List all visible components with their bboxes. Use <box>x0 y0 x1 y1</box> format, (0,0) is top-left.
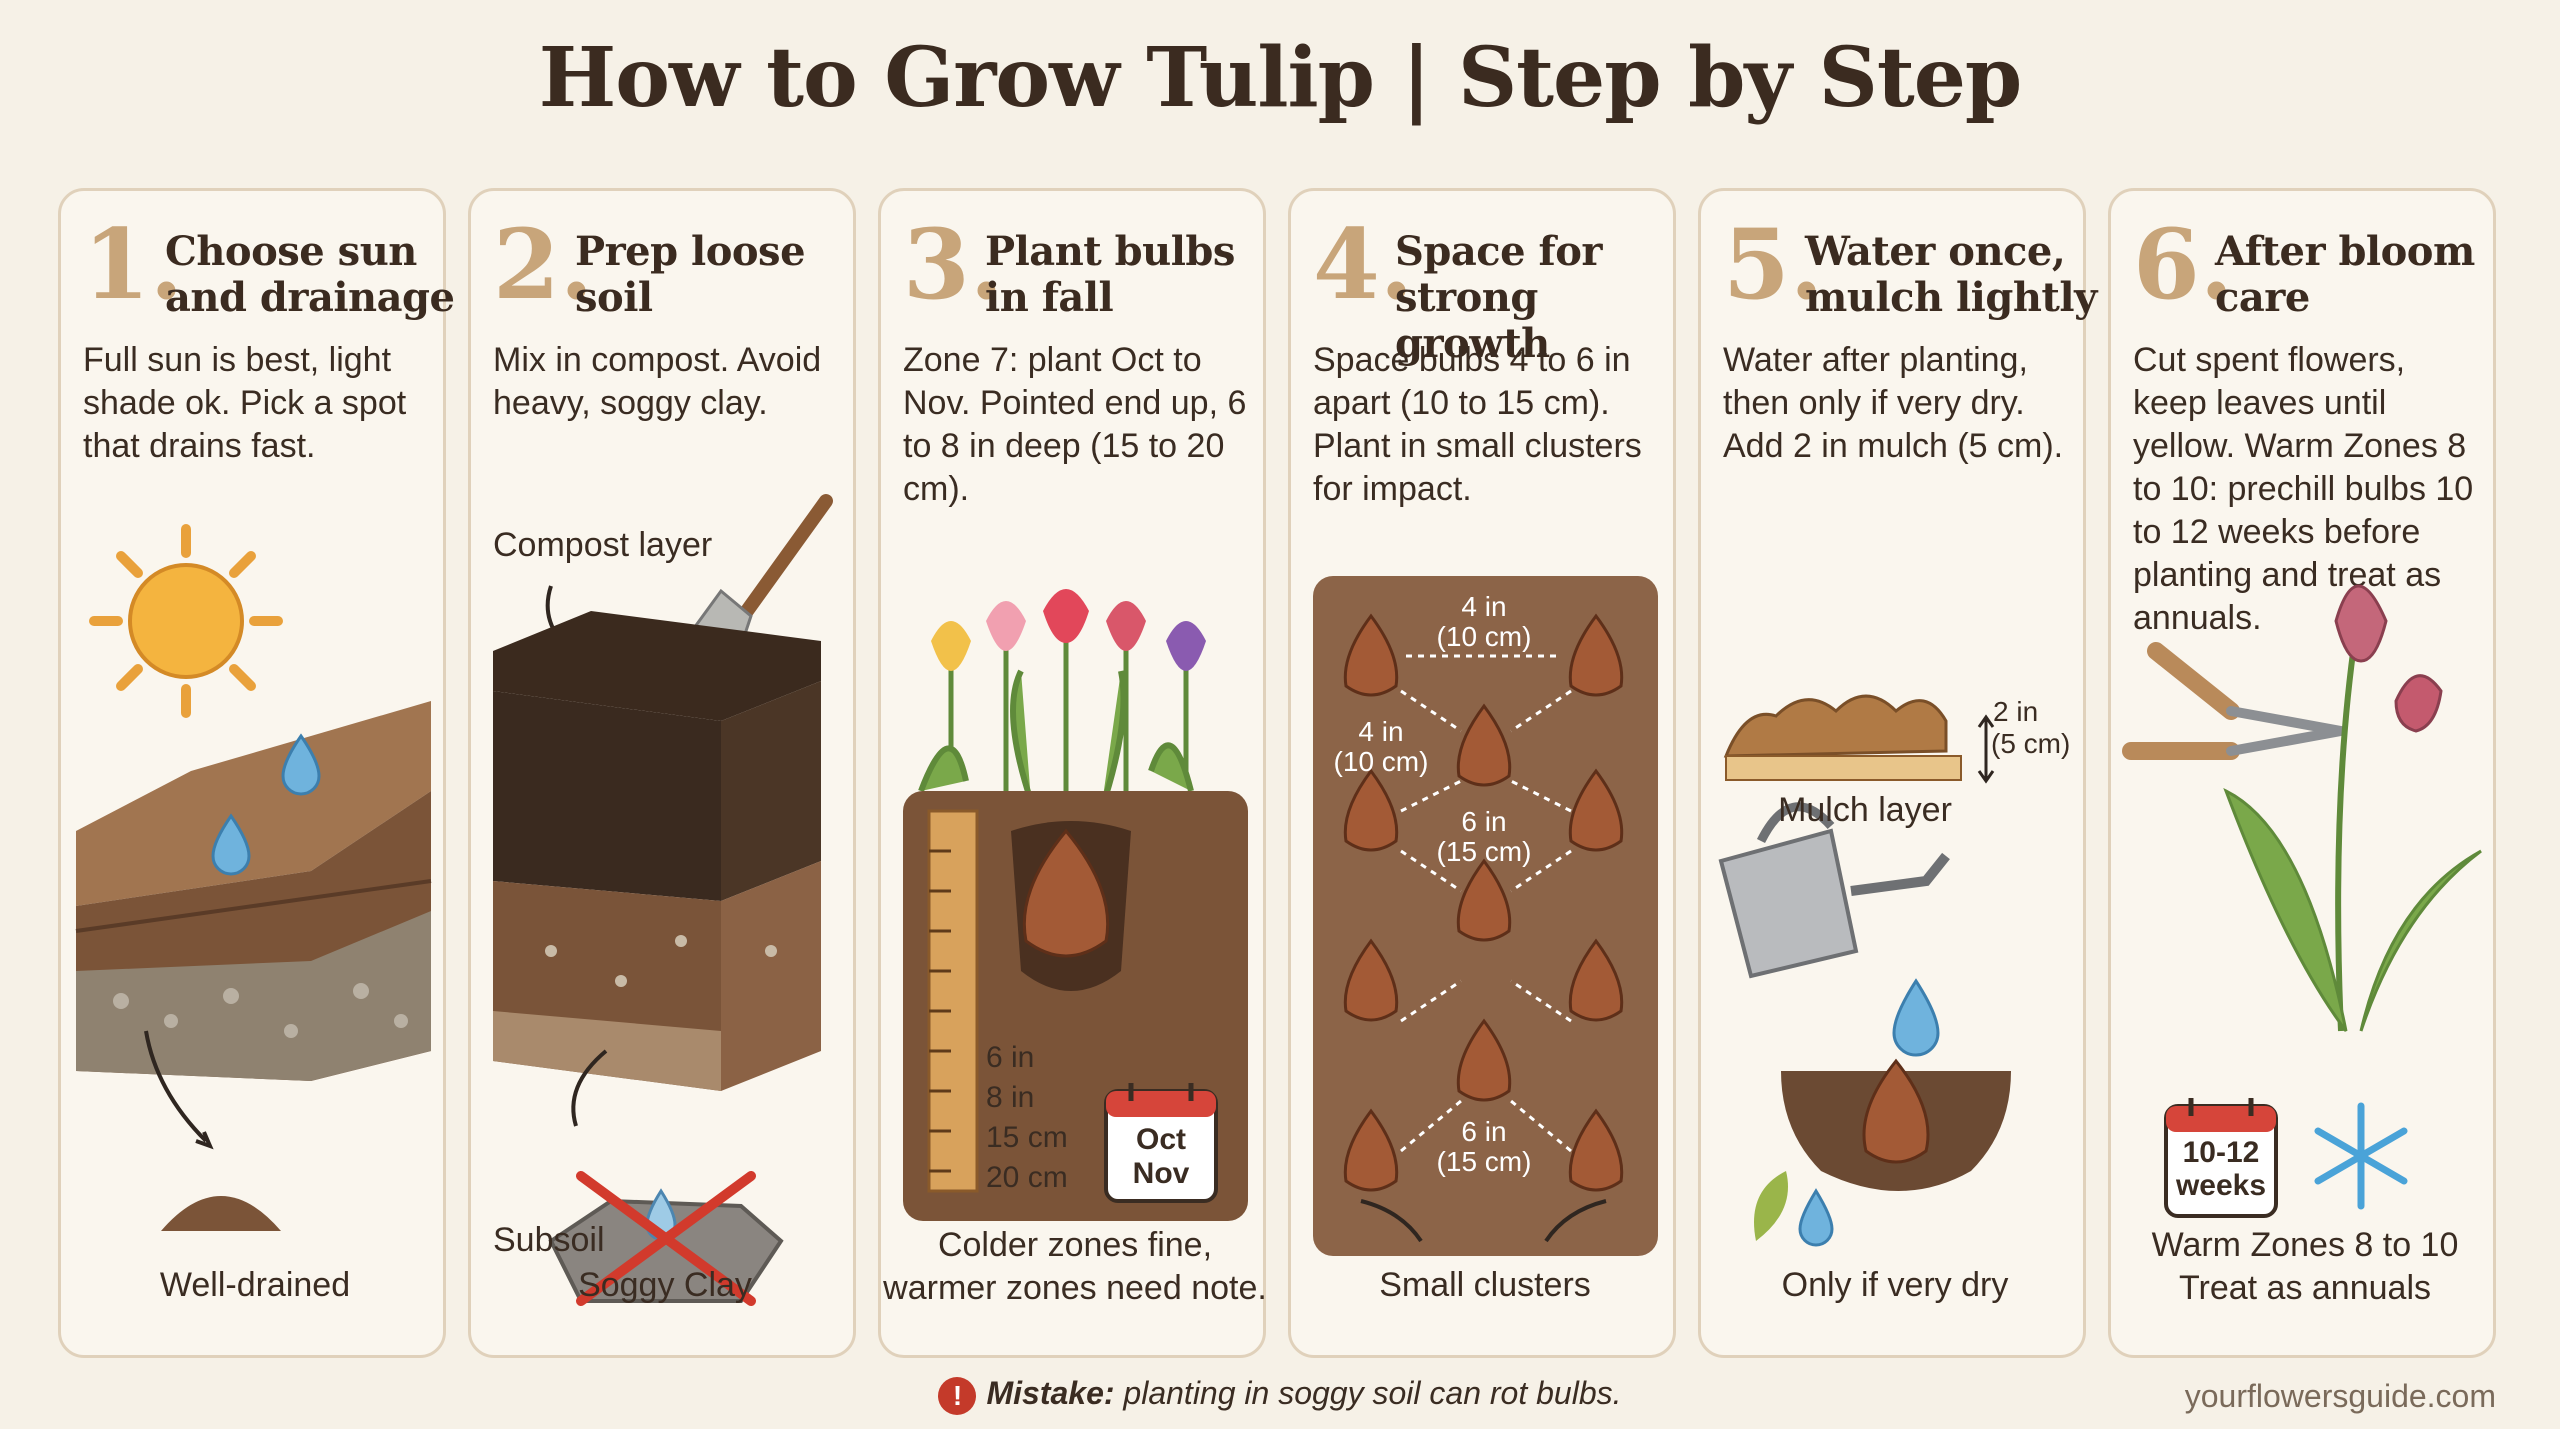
watering-can-icon <box>1718 802 1950 979</box>
calendar-value: 10-12 <box>2182 1136 2260 1169</box>
site-url: yourflowersguide.com <box>2184 1378 2496 1414</box>
soil-bed-icon <box>75 701 432 1081</box>
calendar-icon <box>2164 1098 2278 1218</box>
tulip-plant-icon <box>2223 584 2482 1032</box>
step-card-6: 6. After bloom care Cut spent flowers, k… <box>2108 188 2496 1358</box>
soil-layers-illustration <box>493 494 833 1306</box>
water-drop-icon <box>211 733 321 876</box>
calendar-value: weeks <box>2175 1169 2267 1202</box>
measure-label: (5 cm) <box>1991 728 2071 759</box>
step-card-3: 3. Plant bulbs in fall Zone 7: plant Oct… <box>878 188 1267 1358</box>
depth-label: 15 cm <box>986 1121 1068 1154</box>
compost-label: Compost layer <box>493 526 713 564</box>
depth-label: 8 in <box>986 1081 1035 1114</box>
spacing-label: (10 cm) <box>1436 621 1532 652</box>
step-title: Prep loose soil <box>575 228 806 321</box>
caption: Well-drained <box>159 1266 351 1304</box>
step-card-4: 4. Space for strong growth Space bulbs 4… <box>1288 188 1676 1358</box>
calendar-month: Nov <box>1132 1157 1190 1190</box>
soil-hole-icon <box>1781 1058 2011 1191</box>
step-description: Mix in compost. Avoid heavy, soggy clay. <box>493 341 822 422</box>
water-mulch-illustration <box>1718 694 2011 1247</box>
caption: Treat as annuals <box>2179 1269 2431 1307</box>
caption: Soggy Clay <box>578 1266 752 1304</box>
step-description: Water after planting, then only if very … <box>1723 341 2064 465</box>
mulch-label: Mulch layer <box>1778 791 1952 829</box>
step-description: Cut spent flowers, keep leaves until yel… <box>2133 341 2474 637</box>
step-description: Space bulbs 4 to 6 in apart (10 to 15 cm… <box>1313 341 1642 508</box>
warning-text: planting in soggy soil can rot bulbs. <box>1114 1375 1622 1411</box>
step-number: 2. <box>493 208 594 321</box>
spacing-label: 6 in <box>1461 806 1507 837</box>
arrow-head-icon <box>195 1131 214 1150</box>
planting-depth-illustration <box>903 589 1248 1221</box>
spacing-label: 4 in <box>1461 591 1507 622</box>
arrow-icon <box>144 1030 208 1143</box>
step-title: Space for strong growth <box>1395 228 1602 367</box>
arrow-icon <box>1544 1199 1607 1243</box>
warning-icon: ! <box>938 1376 977 1415</box>
step-number: 1. <box>83 208 184 321</box>
step-title: Choose sun and drainage <box>165 228 455 321</box>
caption: Small clusters <box>1379 1266 1591 1304</box>
cross-icon <box>576 1171 756 1306</box>
sun-icon <box>89 524 283 718</box>
mistake-warning: !Mistake: planting in soggy soil can rot… <box>0 1375 2560 1415</box>
soil-block-icon <box>493 611 821 1091</box>
spacing-arrows <box>1400 654 1572 1153</box>
depth-label: 6 in <box>986 1041 1035 1074</box>
arrow-icon <box>571 1049 608 1127</box>
calendar-icon <box>1104 1083 1218 1203</box>
step-card-2: 2. Prep loose soil Mix in compost. Avoid… <box>468 188 856 1358</box>
pruning-shears-icon <box>2122 642 2346 760</box>
bulb-icon <box>1022 828 1110 958</box>
depth-label: 20 cm <box>986 1161 1068 1194</box>
caption: Only if very dry <box>1781 1266 2009 1304</box>
step-title: After bloom care <box>2215 228 2475 321</box>
spacing-label: 6 in <box>1461 1116 1507 1147</box>
step-number: 4. <box>1313 208 1414 321</box>
step-description: Zone 7: plant Oct to Nov. Pointed end up… <box>903 341 1247 508</box>
step-title: Plant bulbs in fall <box>985 228 1235 321</box>
step-title: Water once, mulch lightly <box>1805 228 2097 321</box>
caption: warmer zones need note. <box>883 1269 1267 1307</box>
spacing-label: (15 cm) <box>1436 836 1532 867</box>
tulip-flowers-icon <box>918 589 1206 812</box>
calendar-month: Oct <box>1135 1123 1186 1156</box>
soil-pile-icon <box>161 1196 281 1231</box>
page-title: How to Grow Tulip | Step by Step <box>538 30 2022 126</box>
ruler-icon <box>927 809 979 1193</box>
after-bloom-illustration <box>2122 584 2482 1218</box>
subsoil-label: Subsoil <box>493 1221 605 1259</box>
step-number: 5. <box>1723 208 1824 321</box>
spacing-label: 4 in <box>1358 716 1404 747</box>
caption: Colder zones fine, <box>937 1226 1213 1264</box>
spacing-label: (15 cm) <box>1436 1146 1532 1177</box>
step-number: 3. <box>903 208 1004 321</box>
step-number: 6. <box>2133 208 2234 321</box>
measure-arrow-icon <box>1977 714 1995 784</box>
step-description: Full sun is best, light shade ok. Pick a… <box>83 341 407 465</box>
bulb-icon <box>1343 613 1624 1192</box>
sun-drainage-illustration <box>75 524 432 1231</box>
snowflake-icon <box>2314 1102 2408 1210</box>
caption: Warm Zones 8 to 10 <box>2151 1226 2459 1264</box>
step-card-1: 1. Choose sun and drainage Full sun is b… <box>58 188 455 1358</box>
measure-label: 2 in <box>1993 696 2039 727</box>
water-drop-icon <box>1798 978 1940 1247</box>
bulb-spacing-illustration <box>1313 576 1658 1256</box>
warning-label: Mistake: <box>986 1375 1115 1411</box>
sprout-icon <box>1754 1171 1788 1241</box>
spacing-label: (10 cm) <box>1333 746 1429 777</box>
step-card-5: 5. Water once, mulch lightly Water after… <box>1698 188 2097 1358</box>
arrow-icon <box>1360 1199 1423 1243</box>
mulch-icon <box>1723 694 1962 781</box>
